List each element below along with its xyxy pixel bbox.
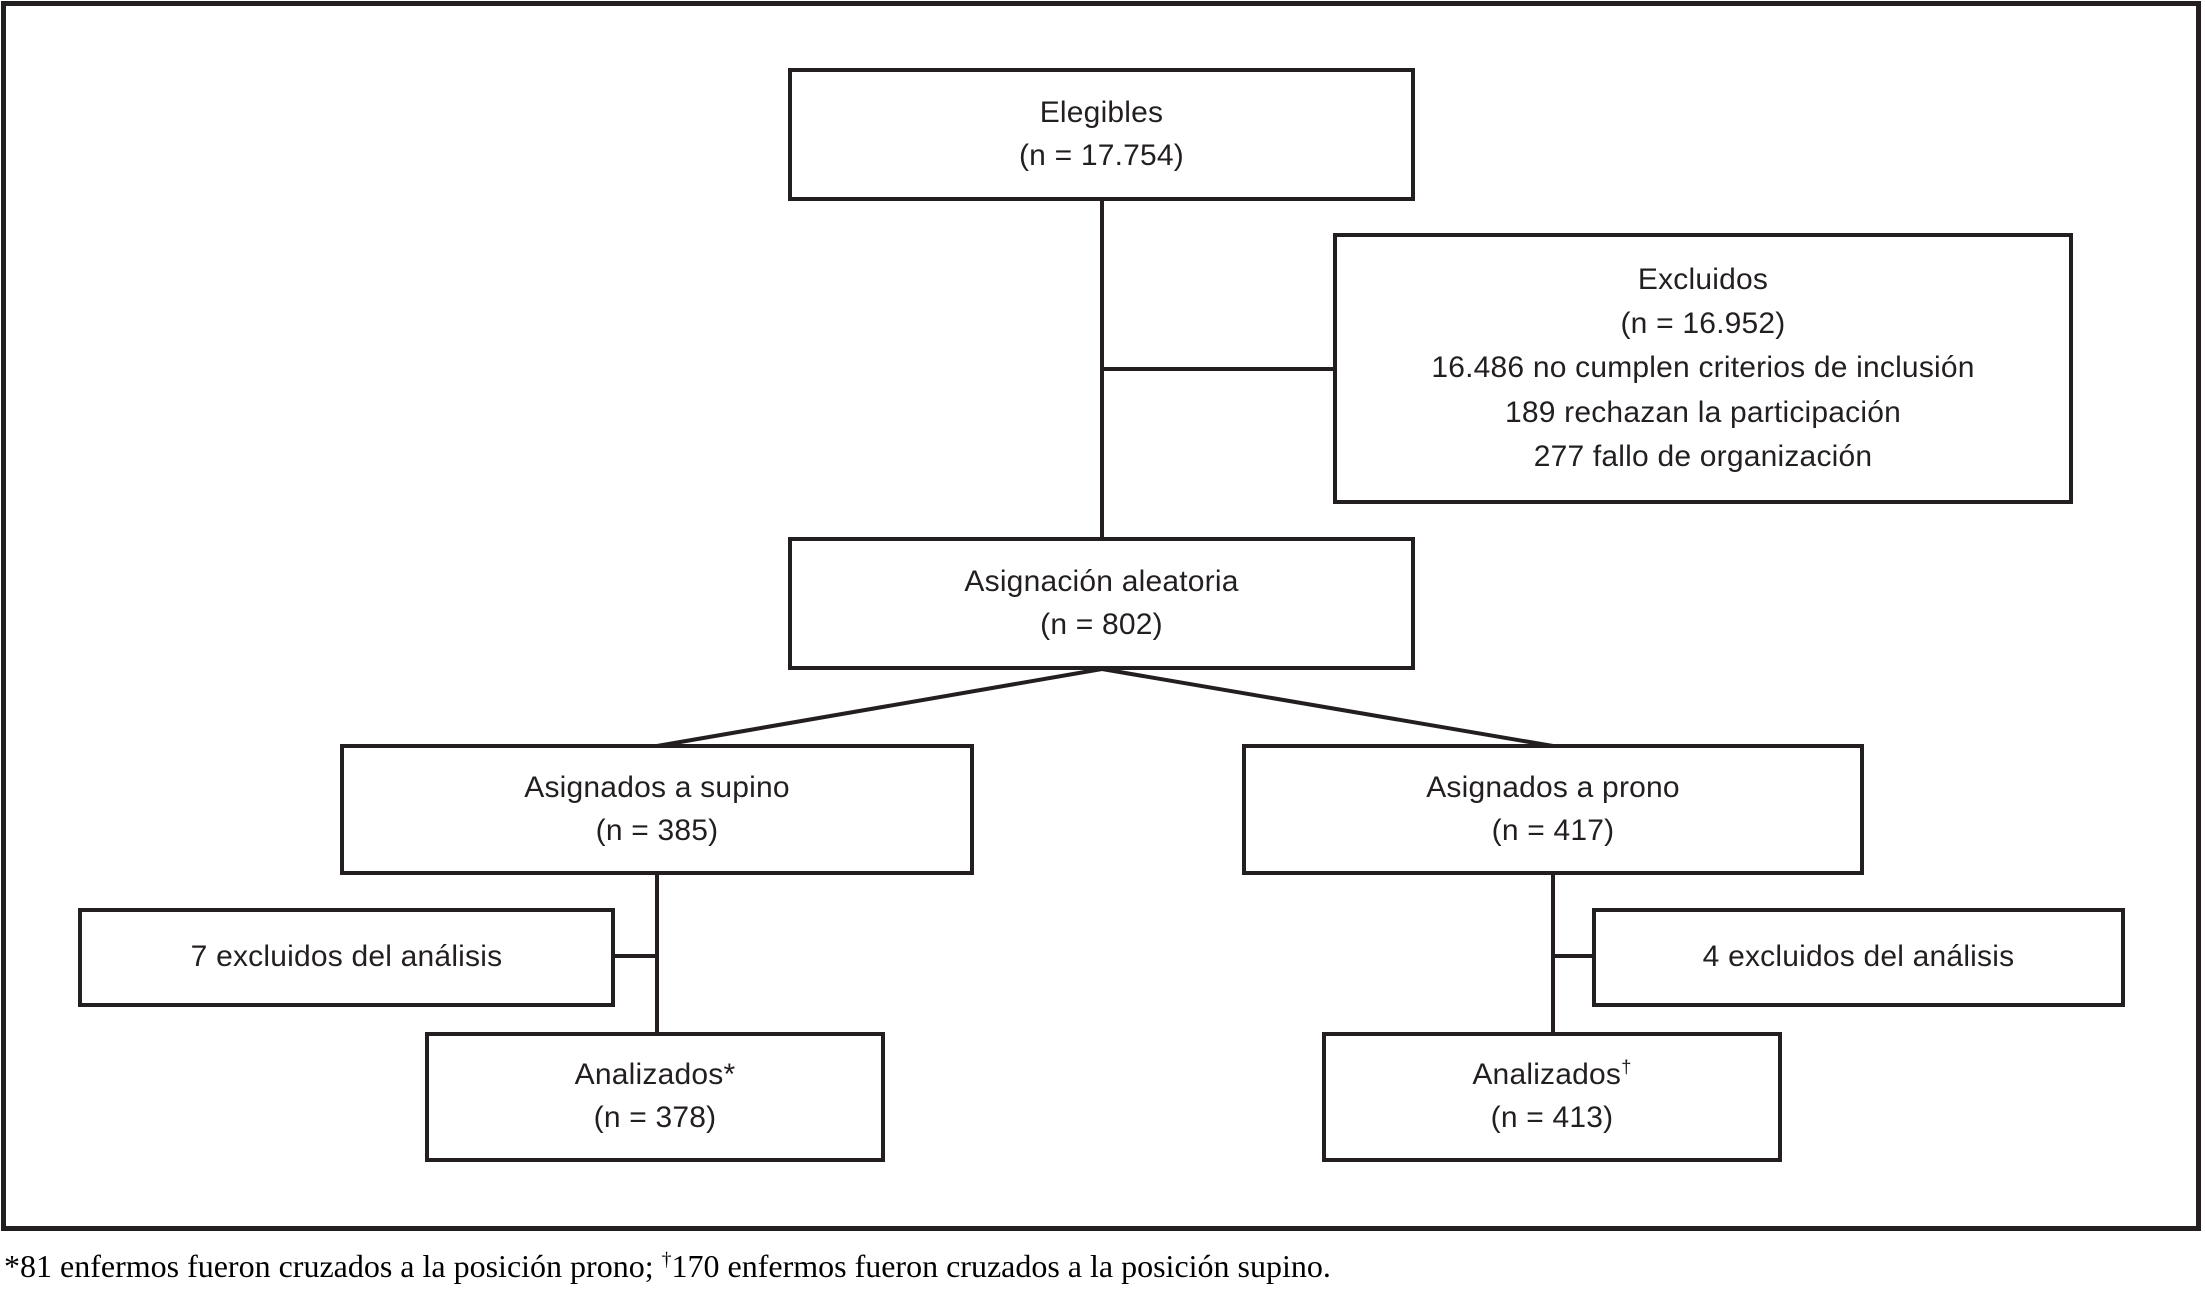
box-prone-excluded: 4 excluidos del análisis [1592, 908, 2125, 1007]
randomized-n: (n = 802) [1040, 607, 1163, 641]
prone-excluded-label: 4 excluidos del análisis [1702, 940, 2015, 974]
excluded-n: (n = 16.952) [1620, 306, 1786, 340]
diagram-frame [1, 1, 2201, 1231]
box-assigned-prone: Asignados a prono (n = 417) [1242, 744, 1864, 875]
eligible-title: Elegibles [1039, 95, 1164, 129]
box-supine-excluded: 7 excluidos del análisis [78, 908, 615, 1007]
prone-analyzed-title: Analizados† [1472, 1056, 1632, 1092]
assigned-prone-n: (n = 417) [1491, 813, 1615, 847]
excluded-reason: 16.486 no cumplen criterios de inclusión [1431, 351, 1975, 385]
assigned-prone-title: Asignados a prono [1426, 770, 1680, 804]
excluded-title: Excluidos [1637, 262, 1769, 296]
prone-analyzed-n: (n = 413) [1490, 1101, 1614, 1134]
randomized-title: Asignación aleatoria [964, 564, 1239, 598]
box-assigned-supine: Asignados a supino (n = 385) [340, 744, 974, 875]
box-prone-analyzed: Analizados† (n = 413) [1322, 1032, 1782, 1162]
footnote-dagger: † [661, 1248, 672, 1271]
excluded-reason: 277 fallo de organización [1533, 440, 1873, 474]
box-randomized: Asignación aleatoria (n = 802) [788, 537, 1415, 670]
supine-excluded-label: 7 excluidos del análisis [190, 940, 503, 974]
supine-analyzed-n: (n = 378) [593, 1101, 717, 1134]
supine-analyzed-title: Analizados* [574, 1058, 736, 1092]
footnote-part1: *81 enfermos fueron cruzados a la posici… [4, 1248, 662, 1284]
excluded-reason: 189 rechazan la participación [1504, 395, 1902, 429]
asterisk-marker: * [723, 1058, 736, 1092]
box-supine-analyzed: Analizados* (n = 378) [425, 1032, 885, 1162]
footnote: *81 enfermos fueron cruzados a la posici… [4, 1246, 2199, 1288]
dagger-marker: † [1621, 1056, 1632, 1078]
footnote-part2: 170 enfermos fueron cruzados a la posici… [671, 1248, 1331, 1284]
eligible-n: (n = 17.754) [1018, 138, 1184, 172]
box-excluded: Excluidos (n = 16.952) 16.486 no cumplen… [1333, 233, 2073, 504]
box-eligible: Elegibles (n = 17.754) [788, 68, 1415, 201]
assigned-supine-title: Asignados a supino [524, 770, 790, 804]
assigned-supine-n: (n = 385) [595, 813, 719, 847]
